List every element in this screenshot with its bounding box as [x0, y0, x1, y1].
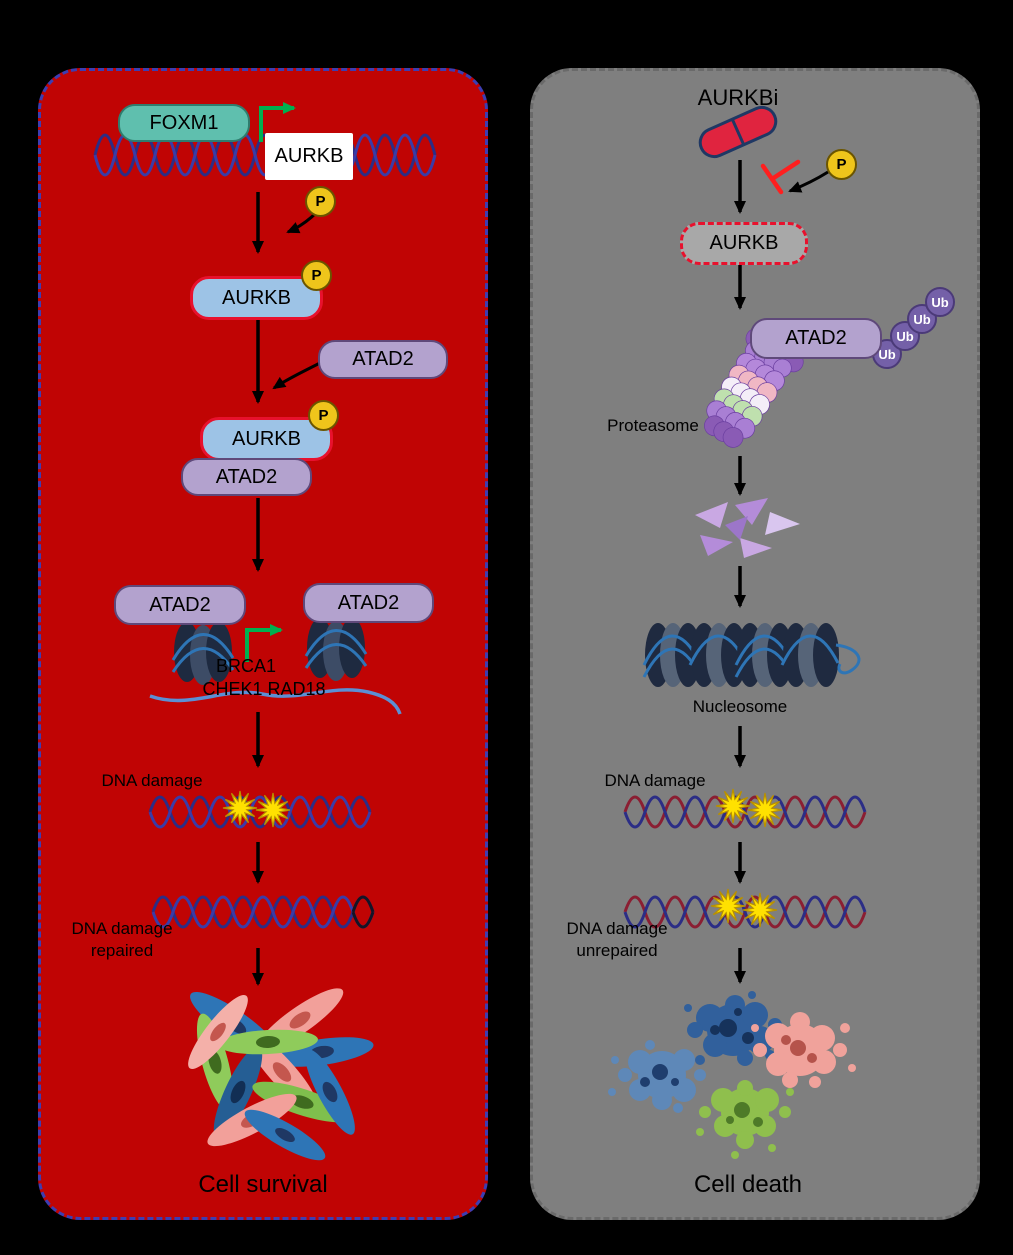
atad2-label: ATAD2	[337, 591, 400, 614]
cell-cluster-icon	[188, 988, 374, 1161]
dna-damage-label: DNA damage	[604, 771, 706, 790]
phosphate-badge: P	[826, 149, 857, 180]
atad2-pill: ATAD2	[181, 458, 312, 496]
aurkb-active-pill: AURKB	[190, 276, 323, 320]
linker-dna-icon	[149, 688, 402, 715]
repaired-dna-helix-icon	[151, 895, 375, 929]
damaged-dna-helix-icon	[148, 795, 372, 829]
aurkb-label: AURKB	[222, 286, 291, 309]
aurkb-gene-label: AURKB	[274, 145, 344, 167]
unrepaired-dna-helix-icon	[623, 895, 867, 929]
inhibition-icon	[760, 159, 801, 195]
foxm1-label: FOXM1	[149, 111, 219, 134]
aurkb-gene-box: AURKB	[265, 133, 353, 180]
phospho-arrow-icon	[788, 170, 829, 193]
p-label: P	[836, 156, 847, 173]
phosphate-badge: P	[301, 260, 332, 291]
ub-label: Ub	[913, 312, 930, 327]
nucleosome-array-icon	[642, 623, 861, 687]
dna-damage-unrepaired-line1: DNA damage	[566, 919, 668, 938]
degraded-protein-icon	[695, 498, 800, 558]
atad2-degraded-pill: ATAD2	[750, 318, 882, 359]
aurkb-inhibited-pill: AURKB	[680, 222, 808, 265]
ub-label: Ub	[896, 329, 913, 344]
nucleosome-label: Nucleosome	[692, 697, 788, 716]
phosphate-badge: P	[305, 186, 336, 217]
dna-damage-repaired-label: DNA damage repaired	[56, 918, 188, 962]
target-gene-chek1-rad18-label: CHEK1 RAD18	[202, 678, 326, 699]
atad2-label: ATAD2	[352, 348, 414, 370]
p-label: P	[311, 267, 322, 284]
atad2-label: ATAD2	[215, 465, 278, 488]
target-gene-brca1-label: BRCA1	[215, 655, 277, 676]
nucleosome-icon	[304, 618, 368, 681]
survival-panel	[38, 68, 488, 1220]
aurkb-label: AURKB	[232, 427, 301, 450]
drug-capsule-icon	[698, 105, 778, 159]
atad2-label: ATAD2	[785, 327, 847, 349]
dna-damage-repaired-line1: DNA damage	[71, 919, 173, 938]
p-label: P	[318, 407, 329, 424]
dna-break-icon	[710, 888, 746, 924]
dna-damage-repaired-line2: repaired	[90, 941, 154, 960]
survival-title: Cell survival	[198, 1171, 328, 1198]
target-genes-arrow-icon	[245, 624, 283, 662]
phosphate-badge: P	[308, 400, 339, 431]
foxm1-pill: FOXM1	[118, 104, 250, 142]
dna-damage-label: DNA damage	[101, 771, 203, 790]
dna-break-icon	[715, 788, 751, 824]
apoptotic-cells-icon	[608, 991, 856, 1159]
atad2-chromatin-pill: ATAD2	[303, 583, 434, 623]
atad2-label: ATAD2	[149, 593, 211, 616]
transcription-start-arrow-icon	[259, 102, 296, 142]
proteasome-label: Proteasome	[607, 416, 699, 435]
aurkb-label: AURKB	[709, 232, 779, 254]
aurkb-active-pill: AURKB	[200, 417, 333, 461]
dna-damage-unrepaired-line2: unrepaired	[576, 941, 658, 960]
atad2-chromatin-pill: ATAD2	[114, 585, 246, 625]
aurkbi-label: AURKBi	[697, 85, 779, 110]
p-label: P	[315, 193, 326, 210]
atad2-pill: ATAD2	[318, 340, 448, 379]
ub-label: Ub	[931, 295, 948, 310]
nucleosome-icon	[171, 622, 235, 685]
ubiquitin-chain-icon: Ub Ub Ub Ub	[872, 287, 955, 369]
death-title: Cell death	[693, 1171, 803, 1198]
dna-damage-unrepaired-label: DNA damage unrepaired	[551, 918, 683, 962]
ub-label: Ub	[878, 347, 895, 362]
